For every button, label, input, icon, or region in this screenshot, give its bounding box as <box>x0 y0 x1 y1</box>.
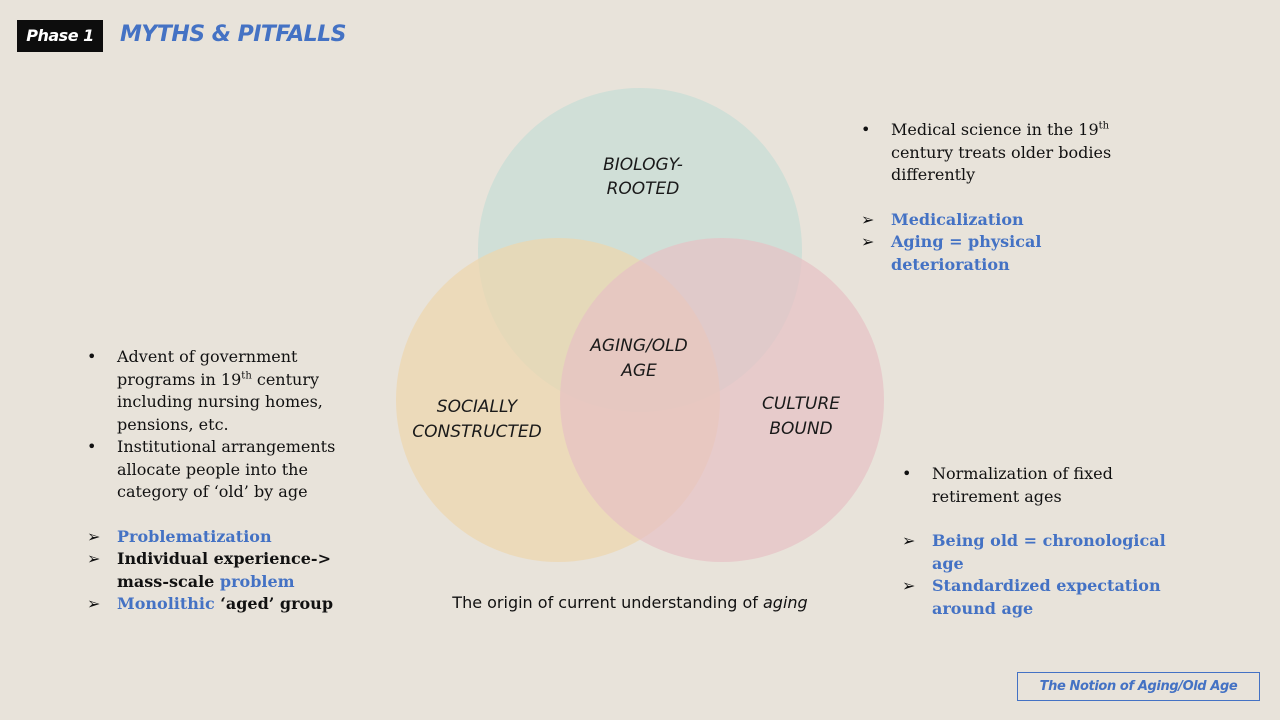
footer-label: The Notion of Aging/Old Age <box>1017 672 1260 701</box>
right-top-text-block: • Medical science in the 19th century tr… <box>861 119 1151 276</box>
venn-label-culture-2: BOUND <box>769 419 832 439</box>
list-item: ➢ Individual experience-> mass-scale pro… <box>87 548 357 593</box>
venn-label-culture-1: CULTURE <box>762 394 840 414</box>
right-bottom-text-block: • Normalization of fixed retirement ages… <box>902 463 1172 620</box>
list-item: ➢ Medicalization <box>861 209 1151 232</box>
venn-circle-culture <box>560 238 884 562</box>
venn-label-center-1: AGING/OLD <box>589 336 687 356</box>
left-arrow-3-bold: ‘aged’ group <box>214 594 333 613</box>
diagram-caption: The origin of current understanding of a… <box>390 593 870 612</box>
left-bullet-2: Institutional arrangements allocate peop… <box>117 437 336 501</box>
arrow-bullet-icon: ➢ <box>861 209 875 229</box>
list-item: ➢ Being old = chronological age <box>902 530 1172 575</box>
arrow-bullet-icon: ➢ <box>87 526 101 546</box>
bullet-icon: • <box>861 120 871 139</box>
list-item: • Medical science in the 19th century tr… <box>861 119 1151 187</box>
right-bottom-arrow-2: Standardized expectation around age <box>932 576 1161 618</box>
right-top-arrow-1: Medicalization <box>891 209 1024 229</box>
left-bullet-1-post: century including nursing homes, pension… <box>117 369 323 434</box>
arrow-bullet-icon: ➢ <box>902 531 916 550</box>
left-arrow-2-blue: problem <box>219 571 295 591</box>
list-item: ➢ Standardized expectation around age <box>902 575 1172 620</box>
venn-label-social-1: SOCIALLY <box>437 397 519 417</box>
caption-italic: aging <box>763 593 808 612</box>
venn-label-biology-1: BIOLOGY- <box>603 155 683 175</box>
right-top-bullet-post: century treats older bodies differently <box>891 142 1112 185</box>
list-item: ➢ Problematization <box>87 526 357 549</box>
list-item: ➢ Aging = physical deterioration <box>861 231 1151 276</box>
arrow-bullet-icon: ➢ <box>87 549 101 568</box>
right-bottom-arrow-1: Being old = chronological age <box>932 531 1166 573</box>
right-top-bullet-sup: th <box>1098 120 1110 132</box>
list-item: • Normalization of fixed retirement ages <box>902 463 1172 508</box>
left-bullet-1-pre: Advent of government programs in 19 <box>117 347 298 389</box>
left-arrow-2-bold: Individual experience-> mass-scale <box>117 549 331 591</box>
left-arrow-1: Problematization <box>117 526 272 546</box>
right-top-arrow-2: Aging = physical deterioration <box>891 232 1042 274</box>
right-top-bullet-pre: Medical science in the 19 <box>891 120 1099 139</box>
venn-label-center-2: AGE <box>620 361 657 381</box>
venn-label-social-2: CONSTRUCTED <box>412 422 541 442</box>
phase-badge: Phase 1 <box>17 20 103 52</box>
list-item: ➢ Monolithic ‘aged’ group <box>87 593 357 616</box>
arrow-bullet-icon: ➢ <box>902 576 916 595</box>
list-item: • Advent of government programs in 19th … <box>87 346 357 436</box>
arrow-bullet-icon: ➢ <box>87 594 101 613</box>
bullet-icon: • <box>87 347 97 366</box>
venn-label-biology-2: ROOTED <box>607 179 680 199</box>
bullet-icon: • <box>902 464 912 483</box>
left-arrow-3-blue: Monolithic <box>117 594 215 613</box>
arrow-bullet-icon: ➢ <box>861 232 875 251</box>
slide-title: MYTHS & PITFALLS <box>120 22 347 47</box>
bullet-icon: • <box>87 437 97 456</box>
caption-text: The origin of current understanding of <box>452 593 763 612</box>
left-text-block: • Advent of government programs in 19th … <box>87 346 357 616</box>
list-item: • Institutional arrangements allocate pe… <box>87 436 357 504</box>
right-bottom-bullet: Normalization of fixed retirement ages <box>932 464 1113 506</box>
left-bullet-1-sup: th <box>241 370 252 382</box>
